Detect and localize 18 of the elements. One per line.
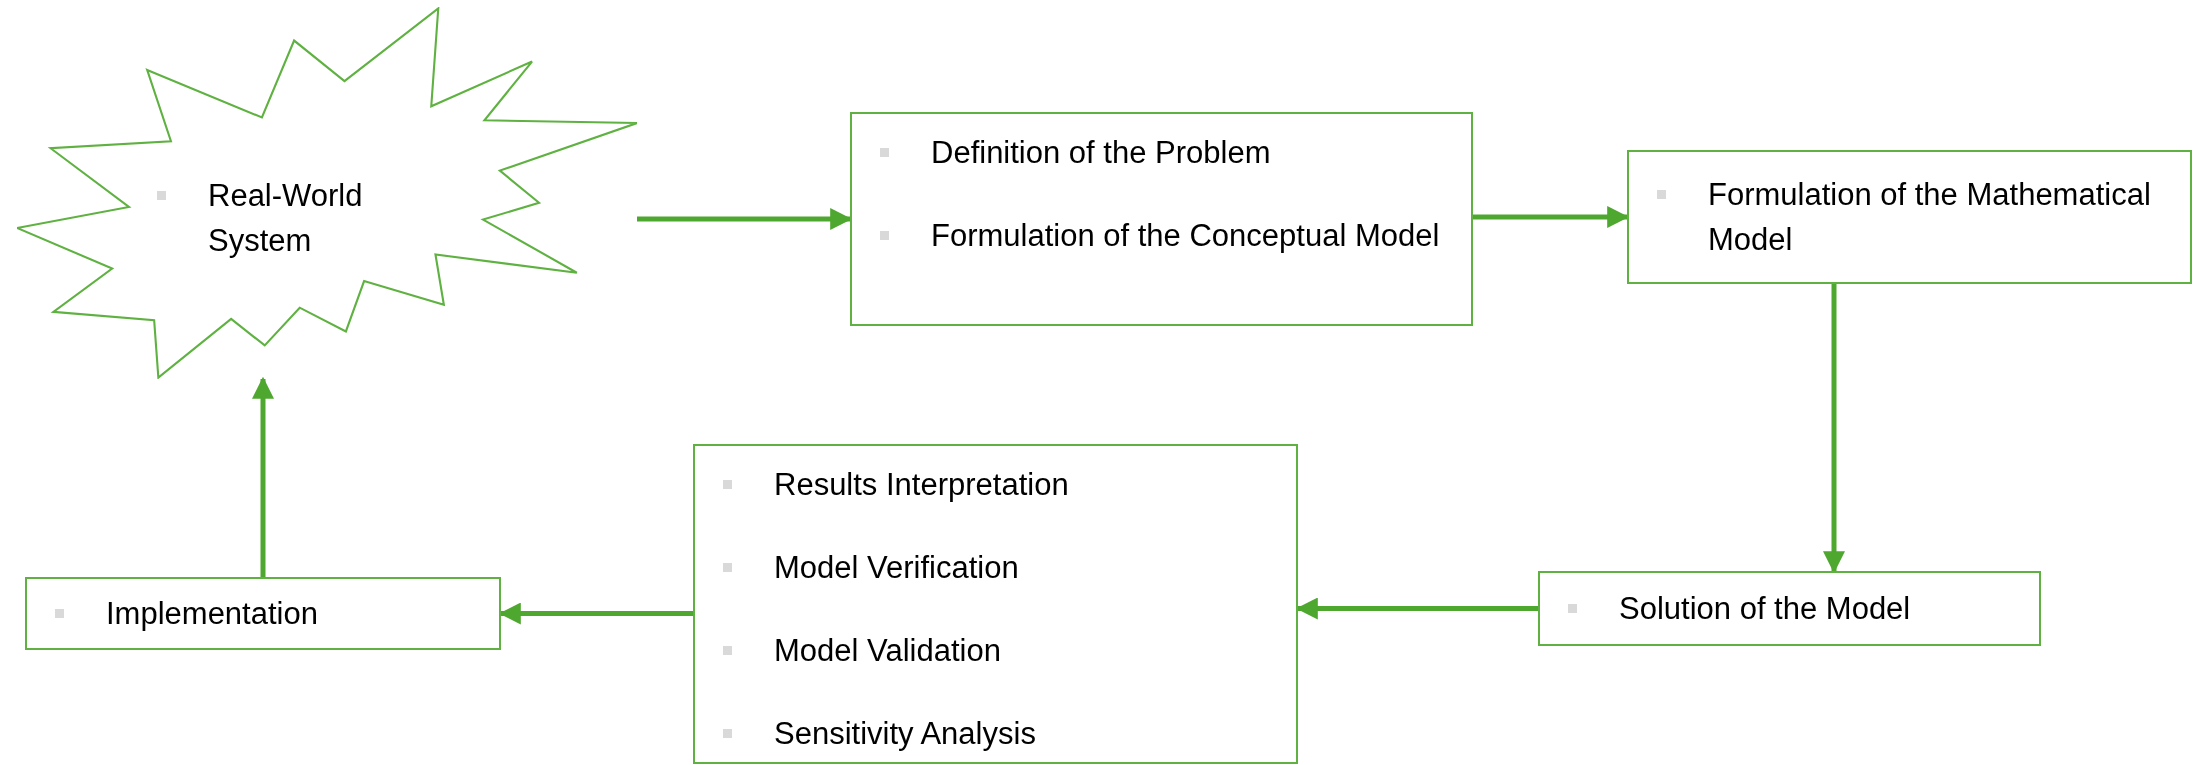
bullet-text: Results Interpretation [774, 466, 1069, 504]
process-box [693, 444, 1298, 764]
arrow [1823, 284, 1845, 574]
process-box [1627, 150, 2192, 284]
arrow [252, 376, 274, 577]
process-box [850, 112, 1473, 326]
bullet-text: Solution of the Model [1619, 590, 1911, 628]
bullet-text: Model Validation [774, 632, 1001, 670]
bullet-text: Sensitivity Analysis [774, 715, 1036, 753]
bullet-text: Formulation of the Conceptual Model [931, 217, 1440, 255]
process-box [1538, 571, 2041, 646]
bullet-text: Implementation [106, 595, 318, 633]
process-box [25, 577, 501, 650]
bullet-text: Model Verification [774, 549, 1019, 587]
starburst-shape [17, 7, 637, 379]
bullet-text: Real-World System [208, 177, 364, 260]
bullet-text: Formulation of the Mathematical Model [1708, 176, 2152, 259]
bullet-text: Definition of the Problem [931, 134, 1271, 172]
